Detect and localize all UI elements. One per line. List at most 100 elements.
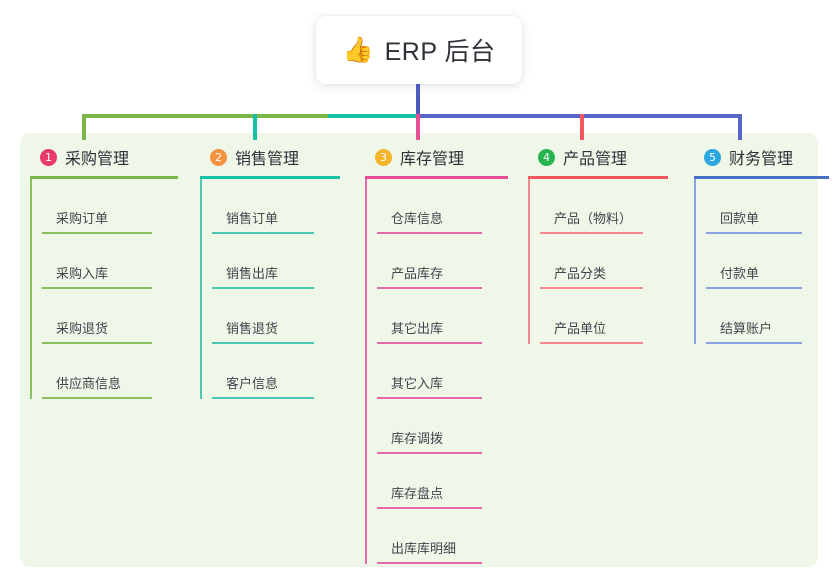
connector-bus-green <box>82 114 330 118</box>
list-item-underline <box>540 287 643 289</box>
column-spine <box>694 179 696 344</box>
list-item-label: 库存盘点 <box>391 486 444 501</box>
diagram-panel <box>20 133 818 567</box>
list-item-label: 销售出库 <box>226 266 279 281</box>
list-item-label: 产品（物料） <box>554 211 633 226</box>
column-underline <box>365 176 508 179</box>
list-item-underline <box>540 342 643 344</box>
column-number-badge: 2 <box>210 148 227 166</box>
column-number-badge: 3 <box>375 148 392 166</box>
list-item[interactable]: 销售退货 <box>212 289 340 344</box>
connector-bus-teal <box>328 114 418 118</box>
column-spine <box>528 179 530 344</box>
list-item-underline <box>377 232 482 234</box>
column-4[interactable]: 4 产品管理产品（物料） 产品分类产品单位 <box>528 144 668 344</box>
list-item-label: 库存调拨 <box>391 431 444 446</box>
column-underline <box>200 176 340 179</box>
connector-stem-vertical <box>416 84 420 117</box>
list-item[interactable]: 采购退货 <box>42 289 178 344</box>
list-item-label: 其它入库 <box>391 376 444 391</box>
column-number-badge: 4 <box>538 148 555 166</box>
list-item-label: 仓库信息 <box>391 211 444 226</box>
column-number-badge: 1 <box>40 148 57 166</box>
list-item-label: 产品分类 <box>554 266 607 281</box>
connector-stub-2 <box>253 114 257 140</box>
column-underline <box>528 176 668 179</box>
list-item[interactable]: 其它出库 <box>377 289 508 344</box>
list-item-underline <box>706 287 802 289</box>
list-item[interactable]: 销售出库 <box>212 234 340 289</box>
list-item[interactable]: 付款单 <box>706 234 829 289</box>
column-spine <box>30 179 32 399</box>
root-node-content: 👍 ERP 后台 <box>342 32 495 68</box>
column-number-badge: 5 <box>704 148 721 166</box>
column-title: 产品管理 <box>563 151 628 168</box>
list-item[interactable]: 产品（物料） <box>540 179 668 234</box>
list-item-underline <box>212 232 314 234</box>
root-node-label: ERP 后台 <box>384 38 496 66</box>
list-item-underline <box>377 287 482 289</box>
list-item[interactable]: 产品分类 <box>540 234 668 289</box>
list-item-label: 结算账户 <box>720 321 773 336</box>
list-item[interactable]: 出库库明细 <box>377 509 508 564</box>
column-underline <box>694 176 829 179</box>
list-item-label: 产品单位 <box>554 321 607 336</box>
connector-stub-3 <box>416 114 420 140</box>
column-title: 财务管理 <box>729 151 794 168</box>
column-header-5[interactable]: 5 财务管理 <box>694 144 829 170</box>
list-item[interactable]: 结算账户 <box>706 289 829 344</box>
list-item-label: 供应商信息 <box>56 376 122 391</box>
column-underline <box>30 176 178 179</box>
list-item-underline <box>377 342 482 344</box>
list-item-label: 其它出库 <box>391 321 444 336</box>
column-header-4[interactable]: 4 产品管理 <box>528 144 668 170</box>
column-spine <box>365 179 367 564</box>
column-item-list: 产品（物料） 产品分类产品单位 <box>528 179 668 344</box>
list-item[interactable]: 库存盘点 <box>377 454 508 509</box>
list-item[interactable]: 销售订单 <box>212 179 340 234</box>
column-header-2[interactable]: 2 销售管理 <box>200 144 340 170</box>
list-item[interactable]: 采购订单 <box>42 179 178 234</box>
list-item-label: 采购入库 <box>56 266 109 281</box>
list-item[interactable]: 回款单 <box>706 179 829 234</box>
list-item-label: 出库库明细 <box>391 541 457 556</box>
list-item[interactable]: 采购入库 <box>42 234 178 289</box>
column-title: 销售管理 <box>235 151 300 168</box>
connector-stub-1 <box>82 114 86 140</box>
list-item[interactable]: 产品单位 <box>540 289 668 344</box>
list-item-label: 销售订单 <box>226 211 279 226</box>
connector-stub-5 <box>738 114 742 140</box>
column-5[interactable]: 5 财务管理回款单付款单结算账户 <box>694 144 829 344</box>
list-item-label: 回款单 <box>720 211 760 226</box>
list-item-label: 客户信息 <box>226 376 279 391</box>
list-item-underline <box>42 232 152 234</box>
list-item-underline <box>42 397 152 399</box>
list-item-underline <box>377 562 482 564</box>
list-item[interactable]: 客户信息 <box>212 344 340 399</box>
root-node-erp-backend[interactable]: 👍 ERP 后台 <box>316 16 522 84</box>
list-item-underline <box>540 232 643 234</box>
column-2[interactable]: 2 销售管理销售订单销售出库销售退货客户信息 <box>200 144 340 399</box>
list-item[interactable]: 仓库信息 <box>377 179 508 234</box>
list-item-underline <box>212 287 314 289</box>
list-item[interactable]: 供应商信息 <box>42 344 178 399</box>
list-item-underline <box>377 452 482 454</box>
list-item-underline <box>212 397 314 399</box>
list-item-underline <box>42 287 152 289</box>
thumbs-up-icon: 👍 <box>342 35 374 64</box>
list-item[interactable]: 其它入库 <box>377 344 508 399</box>
list-item[interactable]: 库存调拨 <box>377 399 508 454</box>
column-item-list: 仓库信息产品库存其它出库其它入库库存调拨库存盘点出库库明细 <box>365 179 508 564</box>
list-item-label: 付款单 <box>720 266 760 281</box>
column-item-list: 采购订单采购入库采购退货供应商信息 <box>30 179 178 399</box>
column-item-list: 销售订单销售出库销售退货客户信息 <box>200 179 340 399</box>
list-item-label: 销售退货 <box>226 321 279 336</box>
list-item-label: 采购订单 <box>56 211 109 226</box>
list-item[interactable]: 产品库存 <box>377 234 508 289</box>
column-spine <box>200 179 202 399</box>
column-item-list: 回款单付款单结算账户 <box>694 179 829 344</box>
